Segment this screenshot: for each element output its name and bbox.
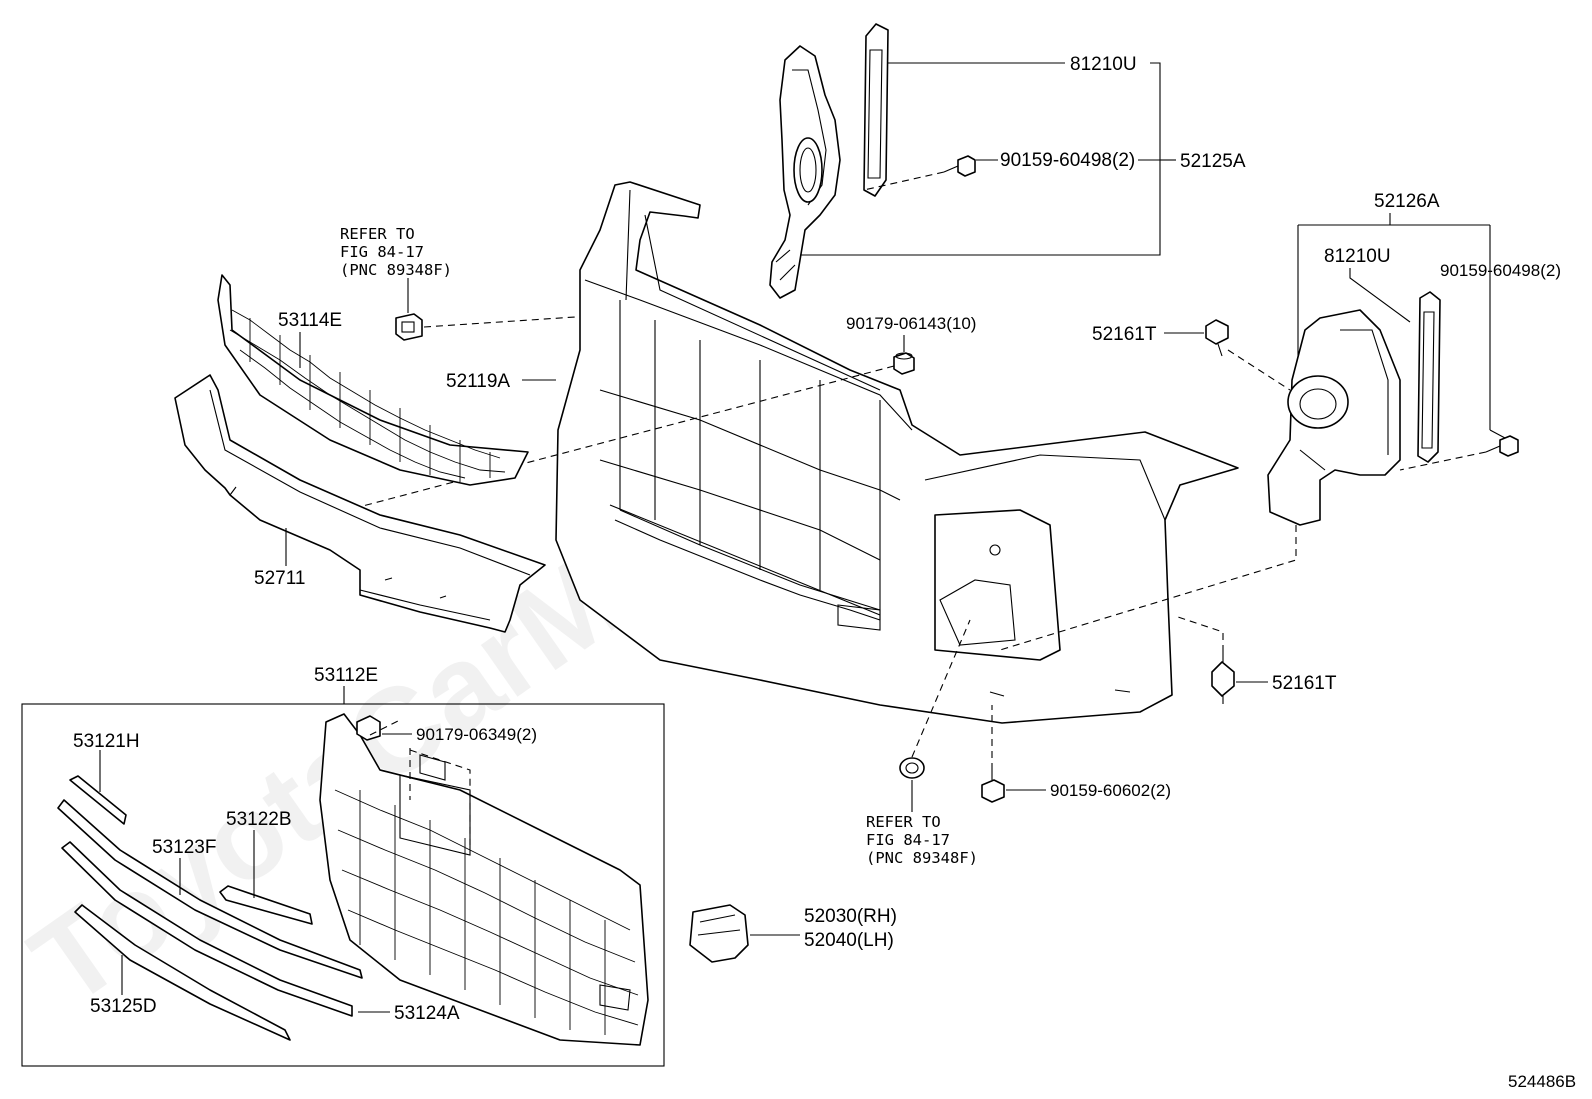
molding-53121H xyxy=(69,775,127,825)
lower-absorber-52711 xyxy=(174,374,546,633)
label-53114E: 53114E xyxy=(278,310,342,331)
molding-53125D xyxy=(74,904,291,1041)
radiator-grille-53112E xyxy=(319,713,649,1046)
fog-lamp-bracket-left xyxy=(769,45,841,299)
dash-screw-a xyxy=(863,171,945,191)
label-52161T-a: 52161T xyxy=(1092,324,1157,345)
molding-53122B xyxy=(219,885,313,925)
label-53121H: 53121H xyxy=(73,731,140,752)
bolt-90159-60602 xyxy=(981,770,1005,803)
fog-lamp-bulb-81210U-right xyxy=(1417,291,1441,463)
label-52711: 52711 xyxy=(254,568,305,589)
label-52161T-b: 52161T xyxy=(1272,673,1337,694)
molding-53123F xyxy=(57,799,363,979)
label-90159-60602: 90159-60602(2) xyxy=(1050,781,1171,800)
screw-90159-60498-a xyxy=(943,155,976,177)
bracket-52125A xyxy=(800,62,1161,256)
leader-81210U-b xyxy=(1349,268,1411,323)
dash-screw-b xyxy=(1399,451,1487,471)
label-90159-60498-a: 90159-60498(2) xyxy=(1000,150,1135,171)
label-90179-06143: 90179-06143(10) xyxy=(846,314,976,333)
label-52119A: 52119A xyxy=(446,371,510,392)
grille-53112E-frame xyxy=(21,703,665,1067)
clip-refer-bottom xyxy=(899,757,925,779)
label-53123F: 53123F xyxy=(152,837,216,858)
refer-top-line2: FIG 84-17 xyxy=(340,243,424,261)
bracket-52030-52040 xyxy=(689,904,749,963)
refer-bottom-line1: REFER TO xyxy=(866,813,941,831)
label-81210U-b: 81210U xyxy=(1324,246,1391,267)
label-53122B: 53122B xyxy=(226,809,292,830)
label-81210U-a: 81210U xyxy=(1070,54,1137,75)
refer-top-line1: REFER TO xyxy=(340,225,415,243)
dash-clip-lower xyxy=(1174,615,1224,652)
label-52125A: 52125A xyxy=(1180,151,1246,172)
label-53124A: 53124A xyxy=(394,1003,460,1024)
dash-clip-bottom xyxy=(911,619,971,758)
refer-top-line3: (PNC 89348F) xyxy=(340,261,452,279)
nut-90179-06143 xyxy=(893,352,915,375)
label-90159-60498-b: 90159-60498(2) xyxy=(1440,261,1561,280)
clip-90179-06349 xyxy=(356,715,381,741)
bumper-cover-52119A xyxy=(555,181,1239,724)
mesh-grille-53114E xyxy=(217,274,529,486)
label-53125D: 53125D xyxy=(90,996,157,1017)
label-52040: 52040(LH) xyxy=(804,930,894,951)
clip-52161T-lower xyxy=(1211,652,1235,704)
diagram-id: 524486B xyxy=(1508,1072,1576,1091)
clip-52161T-upper xyxy=(1205,319,1229,357)
fog-lamp-bulb-81210U-left xyxy=(863,23,889,197)
dash-foglamp-right xyxy=(999,525,1297,651)
dash-clip-upper xyxy=(1227,349,1291,391)
leader-screw-b xyxy=(1489,429,1506,439)
refer-bottom-line2: FIG 84-17 xyxy=(866,831,950,849)
label-53112E: 53112E xyxy=(314,665,378,686)
dash-clip-90179-c xyxy=(409,749,471,845)
label-52126A: 52126A xyxy=(1374,191,1440,212)
dash-refer-top xyxy=(423,316,576,328)
screw-90159-60498-b xyxy=(1485,435,1519,457)
refer-bottom-line3: (PNC 89348F) xyxy=(866,849,978,867)
label-90179-06349: 90179-06349(2) xyxy=(416,725,537,744)
dash-clip-90179-a xyxy=(369,719,401,736)
clip-refer-top xyxy=(395,313,423,341)
molding-53124A xyxy=(61,841,353,1017)
label-52030: 52030(RH) xyxy=(804,906,897,927)
fog-lamp-bracket-right xyxy=(1267,309,1401,526)
